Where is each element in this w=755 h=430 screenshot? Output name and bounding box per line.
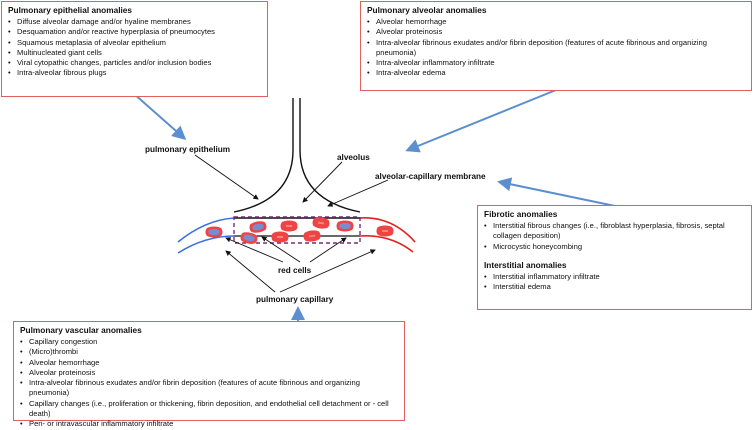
alveolar-anomalies-box: Pulmonary alveolar anomalies Alveolar he… [360,1,752,91]
alveolar-duct [233,98,361,213]
list-item: Interstitial fibrous changes (i.e., fibr… [484,221,745,242]
alveolar-title: Pulmonary alveolar anomalies [367,5,487,15]
label-pulmonary-epithelium: pulmonary epithelium [145,145,231,154]
epithelial-title: Pulmonary epithelial anomalies [8,5,133,15]
list-item: Intra-alveolar edema [367,68,745,79]
label-alveolus: alveolus [337,153,370,162]
label-arrows [194,154,389,293]
list-item: Diffuse alveolar damage and/or hyaline m… [8,17,261,28]
list-item: Microcystic honeycombing [484,242,745,253]
list-item: Interstitial inflammatory infiltrate [484,272,745,283]
alveolar-capillary-membrane-outline [233,216,361,244]
fibrotic-interstitial-box: Fibrotic anomalies Interstitial fibrous … [477,205,752,310]
label-alveolar-capillary-membrane: alveolar-capillary membrane [375,172,486,181]
label-pulmonary-capillary: pulmonary capillary [256,295,334,304]
interstitial-list: Interstitial inflammatory infiltrate Int… [484,272,745,293]
list-item: Desquamation and/or reactive hyperplasia… [8,27,261,38]
fibrotic-list: Interstitial fibrous changes (i.e., fibr… [484,221,745,252]
list-item: Multinucleated giant cells [8,48,261,59]
list-item: Alveolar proteinosis [20,368,398,379]
list-item: Capillary changes (i.e., proliferation o… [20,399,398,420]
alveolar-list: Alveolar hemorrhage Alveolar proteinosis… [367,17,745,79]
epithelial-anomalies-box: Pulmonary epithelial anomalies Diffuse a… [1,1,268,97]
list-item: Intra-alveolar fibrous plugs [8,68,261,79]
fibrotic-title: Fibrotic anomalies [484,209,558,219]
vascular-list: Capillary congestion (Micro)thrombi Alve… [20,337,398,430]
epithelial-list: Diffuse alveolar damage and/or hyaline m… [8,17,261,79]
capillary-vessel [177,217,416,254]
list-item: Alveolar hemorrhage [367,17,745,28]
list-item: Interstitial edema [484,282,745,293]
list-item: Intra-alveolar fibrinous exudates and/or… [20,378,398,399]
interstitial-title: Interstitial anomalies [484,259,567,270]
category-arrows [132,89,616,322]
list-item: Alveolar proteinosis [367,27,745,38]
list-item: Intra-alveolar fibrinous exudates and/or… [367,38,745,59]
list-item: (Micro)thrombi [20,347,398,358]
label-red-cells: red cells [278,266,312,275]
list-item: Viral cytopathic changes, particles and/… [8,58,261,69]
list-item: Intra-alveolar inflammatory infiltrate [367,58,745,69]
vascular-title: Pulmonary vascular anomalies [20,325,142,335]
list-item: Squamous metaplasia of alveolar epitheli… [8,38,261,49]
list-item: Capillary congestion [20,337,398,348]
list-item: Alveolar hemorrhage [20,358,398,369]
vascular-anomalies-box: Pulmonary vascular anomalies Capillary c… [13,321,405,430]
